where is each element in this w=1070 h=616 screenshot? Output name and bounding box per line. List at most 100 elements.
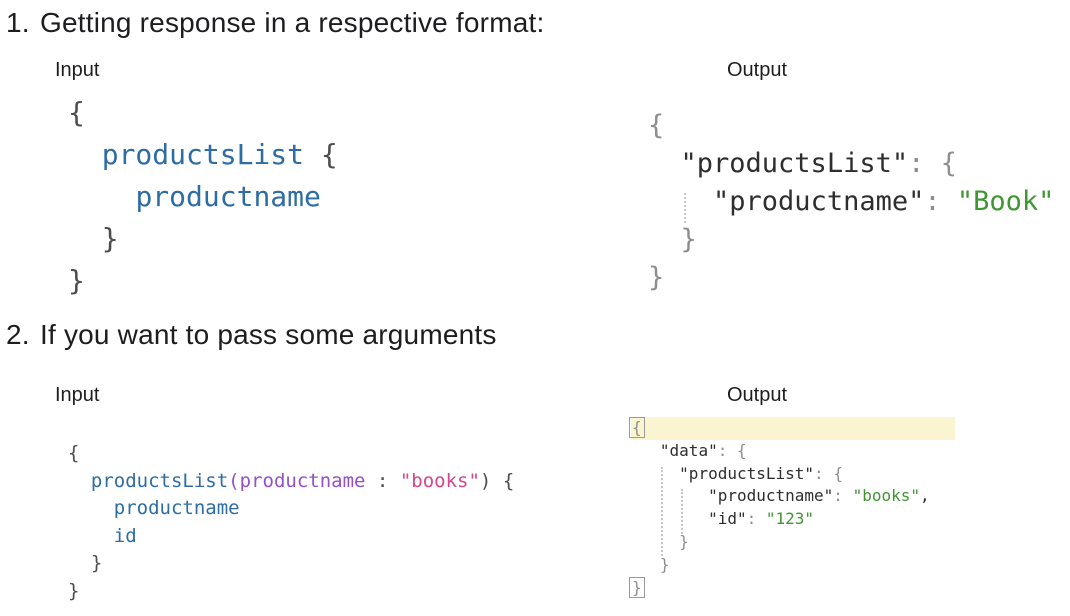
section-2-heading: 2. If you want to pass some arguments [6,319,497,351]
code-token: , [920,486,930,506]
code-line: } [648,221,1054,259]
code-token: productname [135,180,321,213]
code-line: { [68,92,338,134]
section-1-output-label: Output [727,59,788,81]
code-token: ( [228,469,240,492]
code-token: } [629,576,645,598]
code-token [68,552,91,574]
code-token: { [68,96,85,129]
graphql-query-code-2: { productsList(productname : "books") { … [68,440,514,605]
code-token [631,464,679,483]
graphql-query-code-1: { productsList { productname }} [68,92,338,302]
code-token [388,470,399,492]
code-token: } [679,531,689,551]
code-token: "Book" [956,186,1055,217]
code-token: { [648,110,665,141]
code-token: "books" [399,469,480,492]
section-2-title: If you want to pass some arguments [40,319,497,350]
code-token: : [376,469,389,492]
code-token [631,532,679,551]
code-line: } [631,554,955,577]
code-token: productsList [90,469,229,492]
code-token: "productsList" [679,463,815,483]
code-line: } [631,531,955,554]
code-token: "123" [765,509,815,529]
code-line: "data": { [631,440,955,463]
code-token [68,525,114,547]
code-token: "productname" [713,186,925,217]
code-token: { [940,148,957,179]
code-token [824,464,834,483]
section-2-output-label: Output [727,384,788,406]
code-token [648,224,681,255]
code-line: "productsList": { [631,463,955,486]
code-line: "productname": "books", [631,485,955,508]
code-token [68,180,135,213]
code-token: ) [479,469,492,492]
code-token: { [736,440,747,460]
code-token: } [648,262,665,293]
code-line: { [68,440,514,468]
code-line: } [68,260,338,302]
code-token: : [814,463,824,483]
code-token [365,470,376,492]
code-token: { [68,442,80,464]
code-line: } [68,578,514,606]
code-token [68,138,102,171]
code-token [727,441,737,460]
code-token: : [746,509,757,529]
code-line: { [648,107,1054,145]
section-2-input-label: Input [55,384,100,406]
indent-guide [684,193,686,223]
code-token [631,441,660,460]
code-token [843,486,853,505]
section-1-title: Getting response in a respective format: [40,7,545,38]
code-line: "productname": "Book" [648,183,1054,221]
code-token [756,509,766,528]
code-line: } [68,218,338,260]
code-token [68,470,91,492]
list-number: 2. [6,319,30,350]
code-token [648,148,681,179]
code-token: { [833,463,843,483]
code-token: } [101,222,119,255]
code-line: { [629,417,955,440]
section-1-heading: 1. Getting response in a respective form… [6,7,544,39]
code-token [648,186,713,217]
code-token: { [502,469,515,492]
code-token [924,148,940,179]
code-token: { [629,417,645,438]
code-line: productsList(productname : "books") { [68,468,514,496]
code-line: productsList { [68,134,338,176]
code-token: productsList [101,138,305,171]
json-response-code-2: { "data": { "productsList": { "productna… [629,417,955,600]
code-token: "productsList" [680,148,909,179]
code-line: productname [68,495,514,523]
code-token [68,222,102,255]
code-line: } [68,550,514,578]
code-line: productname [68,176,338,218]
code-token: : [833,486,843,506]
code-token: "data" [659,440,718,460]
code-token: productname [239,469,366,492]
code-token: } [90,552,103,574]
code-line: "productsList": { [648,145,1054,183]
code-token: { [320,138,338,171]
code-line: } [648,259,1054,297]
code-line: id [68,523,514,551]
code-token [304,138,321,171]
code-token: : [924,186,941,217]
indent-guide [681,489,683,534]
code-token [631,509,708,528]
code-token: } [659,554,670,574]
code-token [631,555,660,574]
code-token [941,186,957,217]
code-token [491,470,502,492]
code-token: : [908,148,925,179]
section-1-input-label: Input [55,59,100,81]
indent-guide [661,467,663,556]
code-line: } [629,576,955,600]
code-token: } [68,579,80,602]
code-token [631,486,708,505]
